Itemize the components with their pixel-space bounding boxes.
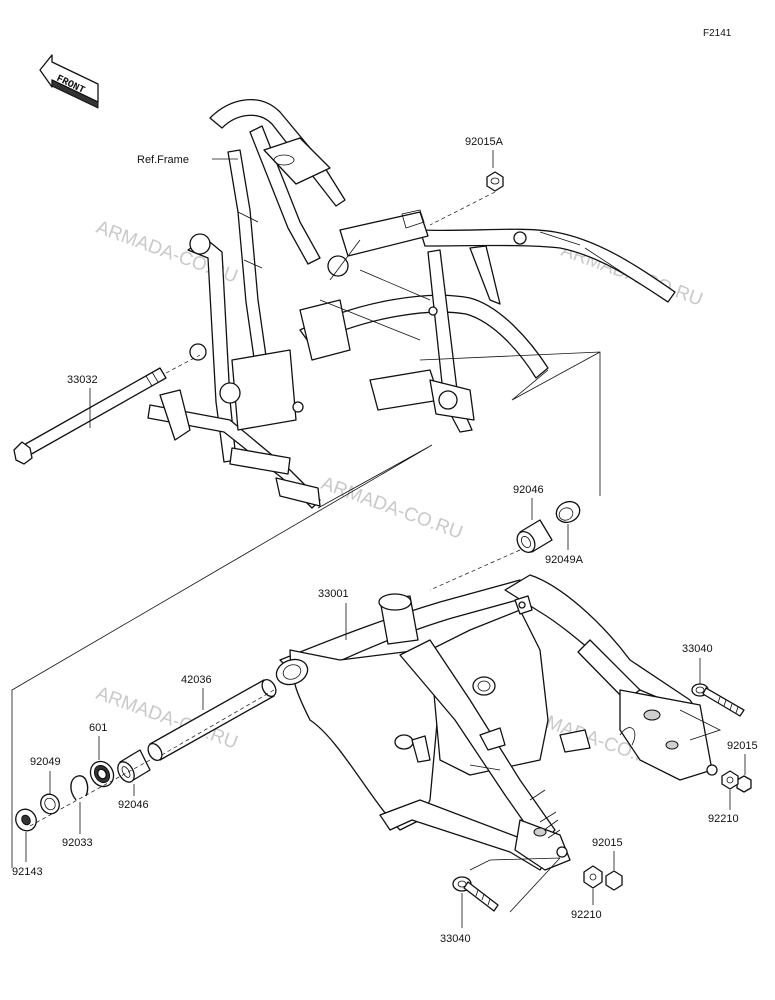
- label-92033: 92033: [62, 837, 93, 849]
- seal-92049a: [555, 500, 581, 524]
- washer-92210-right: [721, 770, 739, 790]
- label-92210-bottom: 92210: [571, 909, 602, 921]
- front-direction-icon: FRONT: [39, 54, 99, 109]
- label-33040-right: 33040: [682, 643, 713, 655]
- needle-bearing-92046-bottom: [117, 749, 151, 783]
- nut-92015-right: [736, 775, 752, 793]
- label-92046-bottom: 92046: [118, 799, 149, 811]
- label-92049a: 92049A: [545, 554, 584, 566]
- ref-frame-label: Ref.Frame: [137, 154, 189, 166]
- label-92015a: 92015A: [465, 136, 504, 148]
- frame-to-arm-bracket: [11, 444, 433, 868]
- collar-42036: [147, 678, 277, 762]
- cap-92143: [15, 808, 37, 832]
- nut-92015a: [486, 171, 504, 192]
- adjuster-bolt-33040-right: [691, 683, 745, 717]
- label-42036: 42036: [181, 674, 212, 686]
- pivot-shaft-33032: [13, 367, 167, 465]
- label-601: 601: [89, 722, 107, 734]
- reference-frame: [147, 99, 676, 509]
- label-33001: 33001: [318, 588, 349, 600]
- label-33040-bottom: 33040: [440, 933, 471, 945]
- seal-92049: [40, 793, 60, 815]
- label-92015-bottom: 92015: [592, 837, 623, 849]
- label-92049: 92049: [30, 756, 61, 768]
- figure-code: F2141: [703, 28, 732, 39]
- needle-bearing-92046-top: [516, 519, 553, 553]
- swing-arm-33001: [275, 574, 718, 871]
- ball-bearing-601: [89, 760, 115, 788]
- adjuster-bolt-33040-bottom: [452, 876, 499, 912]
- label-92210-right: 92210: [708, 813, 739, 825]
- nut-92015-bottom: [605, 870, 623, 891]
- washer-92210-bottom: [583, 865, 603, 889]
- label-33032: 33032: [67, 374, 98, 386]
- label-92015-right: 92015: [727, 740, 758, 752]
- label-92143: 92143: [12, 866, 43, 878]
- circlip-92033: [70, 775, 89, 801]
- watermark: ARMADA-CO.RU: [318, 473, 465, 544]
- label-92046-top: 92046: [513, 484, 544, 496]
